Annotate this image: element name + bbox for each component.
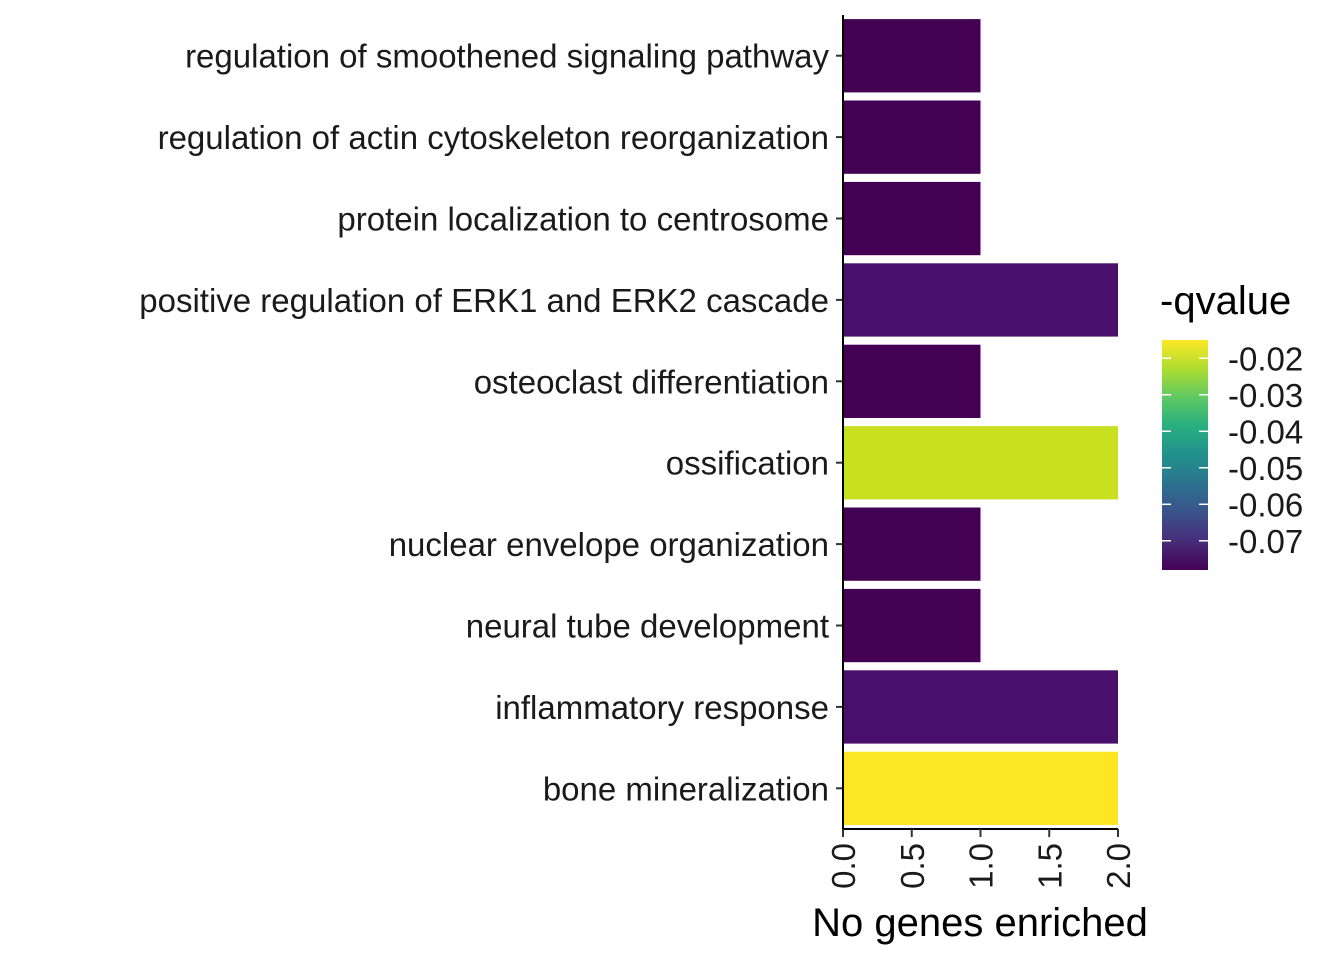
x-tick-label: 0.5 (894, 843, 931, 889)
x-axis: 0.0 0.5 1.0 1.5 2.0 (825, 828, 1137, 889)
bar (843, 751, 1118, 825)
x-tick-label: 0.0 (825, 843, 862, 889)
x-tick-label: 1.5 (1031, 843, 1068, 889)
y-tick-label: nuclear envelope organization (389, 526, 829, 563)
bar (843, 263, 1118, 337)
y-tick-label: neural tube development (466, 608, 829, 645)
y-tick-label: osteoclast differentiation (474, 363, 829, 400)
bars-layer (843, 19, 1118, 825)
colorbar-label: -0.05 (1228, 450, 1303, 487)
legend-title: -qvalue (1160, 279, 1291, 323)
y-tick-label: ossification (666, 445, 829, 482)
bar (843, 507, 981, 581)
y-tick-label: positive regulation of ERK1 and ERK2 cas… (139, 282, 829, 319)
colorbar-label: -0.04 (1228, 413, 1303, 450)
bar (843, 100, 981, 174)
colorbar-label: -0.07 (1228, 523, 1303, 560)
colorbar-label: -0.03 (1228, 377, 1303, 414)
bar (843, 426, 1118, 500)
bar (843, 181, 981, 256)
bar (843, 19, 981, 93)
colorbar-label: -0.02 (1228, 340, 1303, 377)
y-tick-label: bone mineralization (543, 770, 829, 807)
y-tick-label: regulation of smoothened signaling pathw… (185, 38, 829, 75)
y-tick-label: regulation of actin cytoskeleton reorgan… (158, 119, 829, 156)
colorbar-label: -0.06 (1228, 486, 1303, 523)
legend: -qvalue -0.02-0.03-0.04-0.05-0.06-0.07 (1160, 279, 1303, 570)
bar (843, 588, 981, 663)
x-tick-label: 1.0 (963, 843, 1000, 889)
x-tick-label: 2.0 (1100, 843, 1137, 889)
x-axis-title: No genes enriched (812, 901, 1148, 945)
y-axis: bone mineralization inflammatory response… (139, 15, 844, 829)
legend-colorbar (1162, 340, 1208, 570)
y-tick-label: inflammatory response (495, 689, 829, 726)
y-tick-label: protein localization to centrosome (337, 201, 829, 238)
bar (843, 344, 981, 418)
bar (843, 670, 1118, 744)
